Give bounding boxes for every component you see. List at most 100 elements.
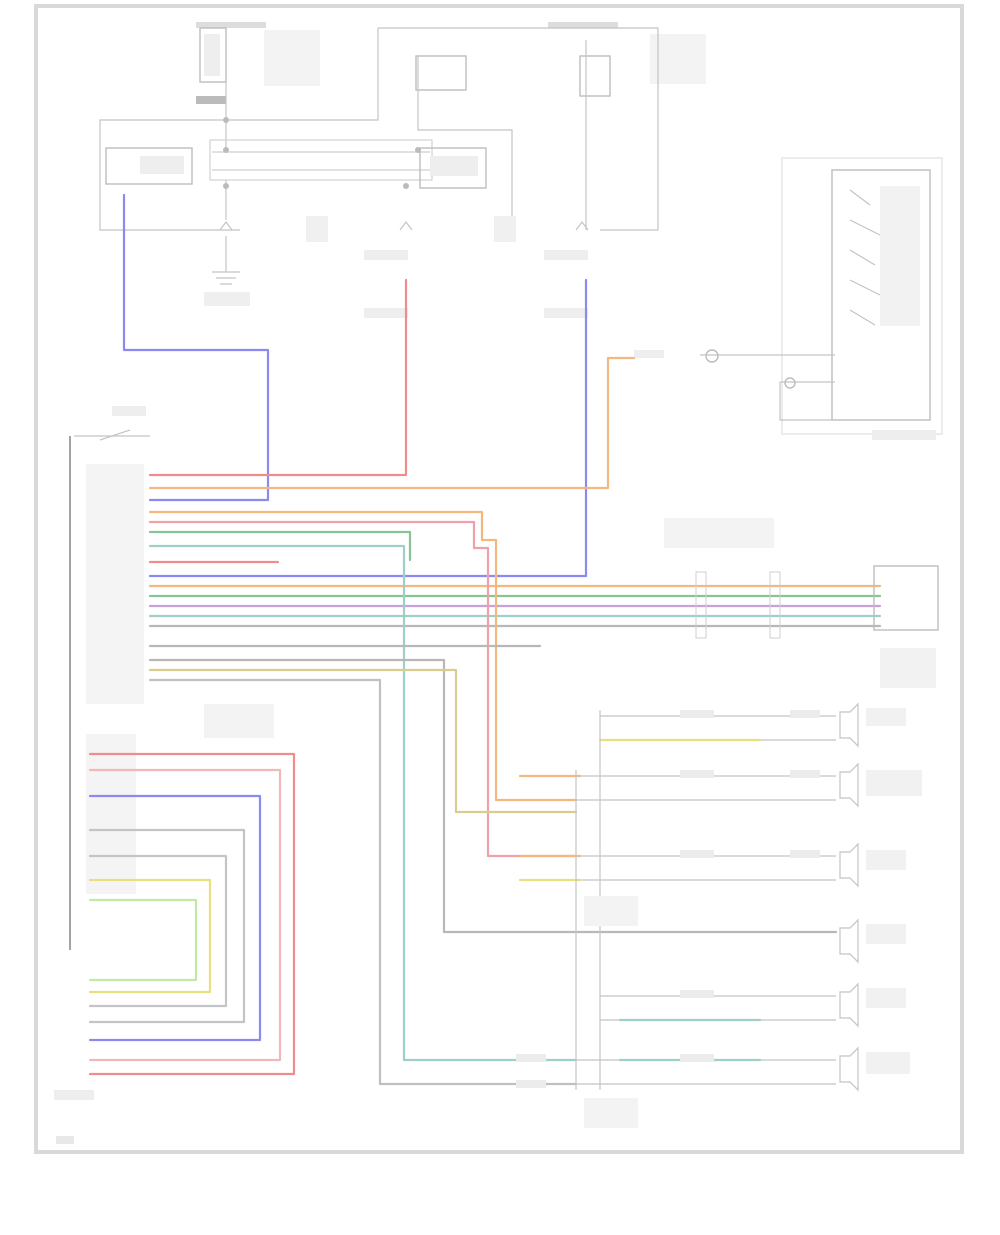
- junction-dot: [403, 183, 409, 189]
- module-leads: [700, 354, 835, 421]
- speaker-symbols: [839, 702, 859, 1092]
- steering-switch-module: [634, 157, 943, 440]
- module-caption-block: [872, 430, 936, 440]
- wire-harness: [88, 193, 882, 1086]
- amp-connector: [873, 565, 939, 631]
- speaker-label-block: [866, 924, 906, 944]
- speaker-label-block: [866, 1052, 910, 1074]
- supply-line-top: [378, 27, 659, 231]
- wire-yellow-loop: [88, 878, 212, 994]
- wire-code-block: [790, 710, 820, 718]
- fuse-box-right-2: [579, 55, 611, 97]
- wire-grey-long: [148, 658, 838, 934]
- control-unit: [54, 406, 150, 1144]
- pin-label-block: [306, 216, 328, 242]
- pin-label-column-lower: [86, 734, 136, 894]
- control-unit-title-block: [112, 406, 146, 416]
- fuse-right-title-block: [548, 22, 618, 28]
- wire-pink-speaker: [148, 520, 578, 858]
- relay-coil-right: [419, 147, 487, 189]
- speaker-rear-left-leads: [576, 855, 836, 881]
- relay-housing: [209, 139, 433, 181]
- wire-code-block: [790, 850, 820, 858]
- wire-code-block: [516, 1054, 546, 1062]
- pin-label-block: [494, 216, 516, 242]
- wire-red-loop: [88, 752, 296, 1076]
- wire-code-block: [680, 1054, 714, 1062]
- speaker-woofer-leads: [576, 1059, 836, 1085]
- junction-dot: [223, 147, 229, 153]
- fuse-left-label-block: [196, 96, 226, 104]
- fuse-left-text-block: [264, 30, 320, 86]
- fuse-block-top: [99, 22, 706, 318]
- module-inner: [831, 169, 931, 421]
- speaker-icon: [839, 1046, 859, 1092]
- joint-connector-label-block: [584, 896, 638, 926]
- relay-coil-left: [105, 147, 193, 185]
- control-unit-top: [74, 429, 150, 441]
- speaker-connectors: [204, 518, 939, 1128]
- wire-code-block: [680, 770, 714, 778]
- wire-tan: [148, 668, 578, 814]
- wire-orange-speaker: [148, 510, 578, 802]
- junction-dot: [415, 147, 421, 153]
- ground-label-block: [204, 292, 250, 306]
- relay-coil-right-label: [430, 156, 478, 176]
- wire-code-block: [680, 710, 714, 718]
- amp-label-block: [880, 648, 936, 688]
- amp-connector-pins: [769, 571, 781, 639]
- relay-coil-left-label: [140, 156, 184, 174]
- supply-line-left: [99, 28, 379, 231]
- wire-red-relay: [148, 278, 408, 477]
- module-labels: [880, 186, 920, 326]
- junction-dot: [223, 183, 229, 189]
- control-unit-connector-label-block: [204, 704, 274, 738]
- wire-code-block: [634, 350, 664, 358]
- coil-symbol: [705, 349, 719, 363]
- wire-green-upper: [148, 530, 412, 562]
- fuse-box-right: [415, 55, 467, 91]
- control-unit-caption-block: [54, 1090, 94, 1100]
- amp-note-block: [664, 518, 774, 548]
- wire-grey-rear: [148, 678, 578, 1086]
- wire-code-block: [790, 770, 820, 778]
- fuse-left: [204, 34, 220, 76]
- speaker-label-block: [866, 770, 922, 796]
- wire-grey-loop: [88, 828, 246, 1024]
- wire-grey-loop-2: [88, 854, 228, 1008]
- speaker-icon: [839, 842, 859, 888]
- wire-code-block: [680, 990, 714, 998]
- wire-blue-right: [148, 278, 588, 578]
- diagram-frame: [34, 4, 964, 1154]
- wire-blue-relay: [122, 193, 270, 502]
- speaker-icon: [839, 918, 859, 964]
- wire-orange-module: [148, 356, 636, 490]
- speaker-front-right-leads: [576, 775, 836, 801]
- fuse-right-text-block: [650, 34, 706, 84]
- wire-code-block: [364, 308, 408, 318]
- connector-pins: [219, 221, 589, 231]
- speaker-icon: [839, 982, 859, 1028]
- supply-line-mid: [417, 56, 513, 222]
- wire-code-block: [680, 850, 714, 858]
- amp-connector-pins: [695, 571, 707, 639]
- speaker-front-left-leads: [600, 715, 836, 741]
- module-switches: [849, 189, 881, 326]
- speaker-icon: [839, 762, 859, 808]
- joint-connector-label-block: [584, 1098, 638, 1128]
- wire-code-block: [544, 308, 588, 318]
- fuse-left-title-block: [196, 22, 266, 28]
- speaker-label-block: [866, 708, 906, 726]
- wire-blue-loop: [88, 794, 262, 1042]
- wire-code-block: [364, 250, 408, 260]
- wire-teal-rear: [148, 544, 578, 1062]
- junction-dot: [223, 117, 229, 123]
- coil-symbol: [784, 377, 796, 389]
- speaker-rear-right-leads: [600, 995, 836, 1021]
- speaker-label-block: [866, 988, 906, 1008]
- wire-code-block: [544, 250, 588, 260]
- speaker-label-block: [866, 850, 906, 870]
- wire-lime-loop: [88, 898, 198, 982]
